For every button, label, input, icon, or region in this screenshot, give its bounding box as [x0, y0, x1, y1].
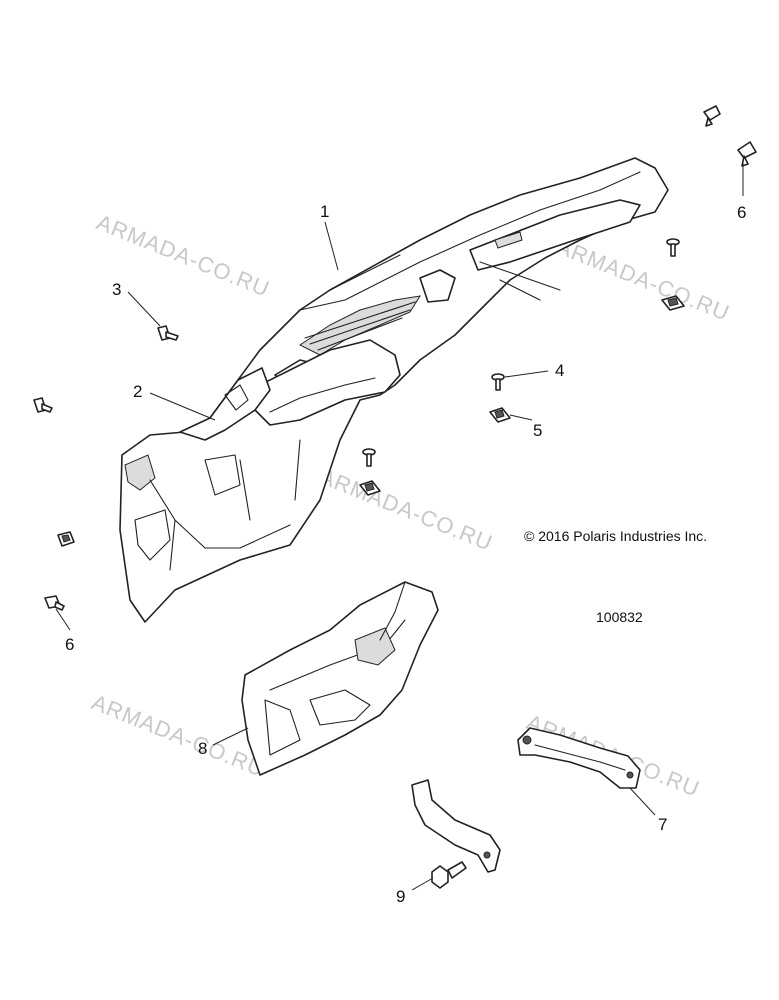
- screw-middle: [362, 448, 376, 467]
- copyright-notice: © 2016 Polaris Industries Inc.: [524, 528, 707, 544]
- callout-6-top: 6: [737, 203, 746, 222]
- fasteners: [33, 105, 757, 611]
- callout-9: 9: [396, 887, 405, 906]
- screw-4: [491, 373, 505, 391]
- figure-id: 100832: [596, 609, 643, 625]
- lower-panel: [241, 581, 439, 776]
- watermark-3: ARMADA-CO.RU: [316, 463, 496, 555]
- callout-4: 4: [555, 361, 564, 380]
- push-rivet-top: [703, 105, 721, 127]
- push-rivet-left: [57, 531, 75, 547]
- leader-lines: [55, 162, 744, 891]
- clip-upper-right: [661, 295, 685, 311]
- push-rivet-6-top: [737, 141, 757, 167]
- callout-7: 7: [658, 815, 667, 834]
- clip-middle: [359, 480, 381, 496]
- callout-2: 2: [133, 382, 142, 401]
- watermark-4: ARMADA-CO.RU: [88, 689, 268, 781]
- callouts: 1 2 3 4 5 6 6 7 8 9: [65, 202, 746, 906]
- screw-3: [157, 325, 179, 341]
- callout-6-left: 6: [65, 635, 74, 654]
- clip-5: [489, 407, 511, 423]
- fender-assembly: [119, 157, 669, 623]
- bracket-7: [517, 727, 641, 789]
- push-rivet-6-left: [44, 595, 65, 611]
- callout-3: 3: [112, 280, 121, 299]
- callout-5: 5: [533, 421, 542, 440]
- bracket-lower: [411, 779, 501, 873]
- callout-1: 1: [320, 202, 329, 221]
- watermark-2: ARMADA-CO.RU: [553, 233, 733, 325]
- bolt-9: [431, 861, 467, 889]
- screw-left: [33, 397, 53, 413]
- callout-8: 8: [198, 739, 207, 758]
- screw-upper-right: [666, 238, 680, 257]
